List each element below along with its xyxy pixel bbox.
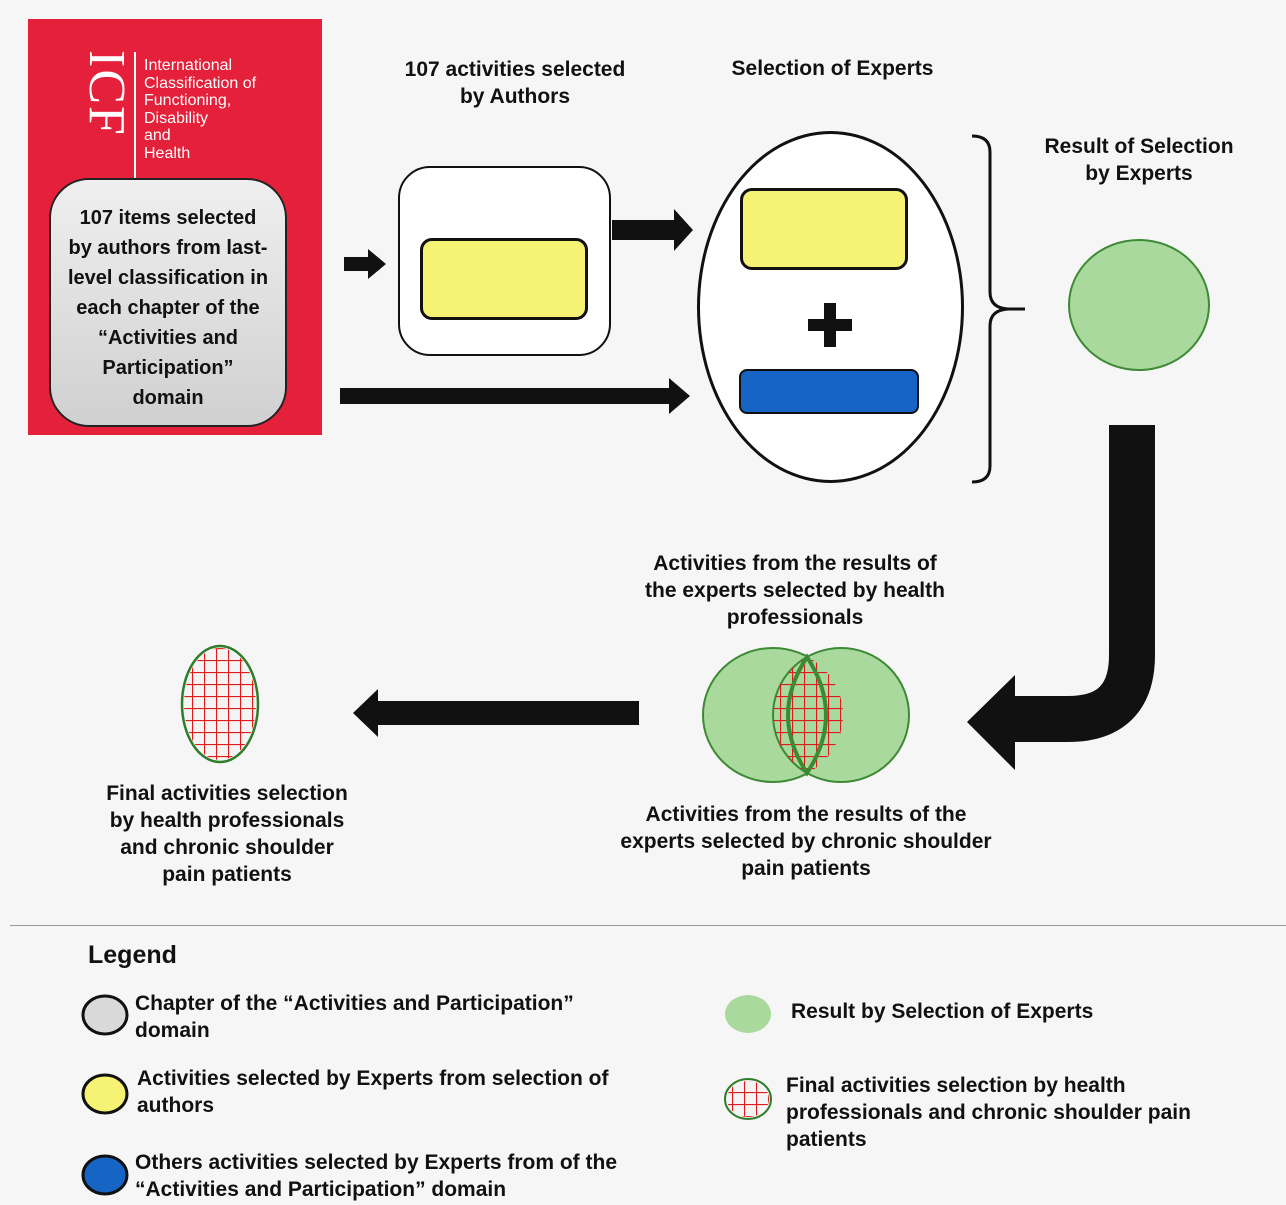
icf-name-line: Functioning, bbox=[144, 92, 232, 110]
chapter-text-line: by authors from last- bbox=[68, 237, 268, 259]
legend-gray-label: Chapter of the “Activities and Participa… bbox=[135, 990, 675, 1044]
legend-gray-icon bbox=[81, 994, 129, 1036]
label-line: and chronic shoulder bbox=[120, 836, 334, 859]
arrow-right-icon bbox=[344, 249, 386, 279]
legend-line: professionals and chronic shoulder pain bbox=[786, 1101, 1191, 1124]
legend-yellow-label: Activities selected by Experts from sele… bbox=[137, 1065, 697, 1119]
icf-logo-divider bbox=[134, 52, 136, 178]
legend-hatched-label: Final activities selection by health pro… bbox=[786, 1072, 1256, 1153]
legend-line: “Activities and Participation” domain bbox=[135, 1178, 507, 1201]
label-line: by Experts bbox=[1085, 162, 1193, 185]
label-line: experts selected by chronic shoulder bbox=[620, 830, 992, 853]
label-line: 107 activities selected bbox=[404, 58, 626, 81]
health-professionals-label: Activities from the results of the exper… bbox=[620, 550, 970, 631]
arrow-right-icon bbox=[612, 209, 693, 251]
authors-yellow-rect bbox=[420, 238, 588, 320]
curved-arrow-icon bbox=[1012, 425, 1155, 742]
experts-blue-rect bbox=[739, 369, 919, 414]
experts-yellow-rect bbox=[740, 188, 908, 270]
chapter-items-box: 107 items selected by authors from last-… bbox=[49, 178, 287, 427]
result-selection-label: Result of Selection by Experts bbox=[1010, 133, 1268, 187]
icf-name-line: Classification of bbox=[144, 74, 257, 92]
legend-line: Chapter of the “Activities and Participa… bbox=[135, 992, 574, 1015]
legend-line: patients bbox=[786, 1128, 867, 1151]
authors-selection-label: 107 activities selected by Authors bbox=[370, 56, 660, 110]
legend-line: domain bbox=[135, 1019, 210, 1042]
arrow-left-icon bbox=[353, 689, 639, 737]
label-line: the experts selected by health bbox=[645, 579, 945, 602]
bracket-icon bbox=[971, 134, 1025, 484]
icf-name-line: Health bbox=[144, 144, 191, 162]
arrow-right-icon bbox=[340, 378, 690, 414]
label-line: Result of Selection bbox=[1044, 135, 1234, 158]
legend-title: Legend bbox=[88, 941, 177, 969]
legend-yellow-icon bbox=[81, 1073, 129, 1115]
icf-name-line: and bbox=[144, 127, 171, 145]
icf-logo: ICF bbox=[78, 50, 135, 137]
icf-full-name: International Classification of Function… bbox=[144, 57, 319, 163]
venn-intersection bbox=[786, 653, 828, 777]
patients-label: Activities from the results of the exper… bbox=[596, 801, 1016, 882]
label-line: Activities from the results of bbox=[653, 552, 937, 575]
legend-blue-icon bbox=[81, 1154, 129, 1196]
plus-icon bbox=[824, 303, 836, 347]
label-line: Activities from the results of the bbox=[645, 803, 967, 826]
venn-diagram bbox=[702, 647, 910, 783]
chapter-text-line: Participation” bbox=[102, 357, 234, 379]
legend-green-icon bbox=[725, 995, 771, 1033]
legend-line: Final activities selection by health bbox=[786, 1074, 1126, 1097]
label-line: by health professionals bbox=[109, 809, 345, 832]
legend-line: Activities selected by Experts from sele… bbox=[137, 1067, 609, 1090]
chapter-text-line: level classification in bbox=[67, 267, 269, 289]
label-line: pain patients bbox=[162, 863, 292, 886]
legend-blue-label: Others activities selected by Experts fr… bbox=[135, 1149, 700, 1203]
legend-divider bbox=[10, 925, 1286, 926]
chapter-text-line: 107 items selected bbox=[79, 207, 257, 229]
chapter-text-line: domain bbox=[132, 387, 204, 409]
legend-green-label: Result by Selection of Experts bbox=[791, 1000, 1094, 1023]
legend-line: Others activities selected by Experts fr… bbox=[135, 1151, 617, 1174]
result-green-circle bbox=[1068, 239, 1210, 371]
chapter-text-line: each chapter of the bbox=[76, 297, 260, 319]
experts-selection-label: Selection of Experts bbox=[731, 57, 934, 80]
icf-name-line: International bbox=[144, 57, 233, 74]
icf-name-line: Disability bbox=[144, 109, 209, 127]
label-line: professionals bbox=[726, 606, 864, 629]
label-line: Final activities selection bbox=[106, 782, 348, 805]
legend-line: authors bbox=[137, 1094, 215, 1117]
label-line: pain patients bbox=[741, 857, 871, 880]
label-line: by Authors bbox=[459, 85, 571, 108]
final-selection-label: Final activities selection by health pro… bbox=[82, 780, 372, 888]
chapter-text-line: “Activities and bbox=[97, 327, 239, 349]
